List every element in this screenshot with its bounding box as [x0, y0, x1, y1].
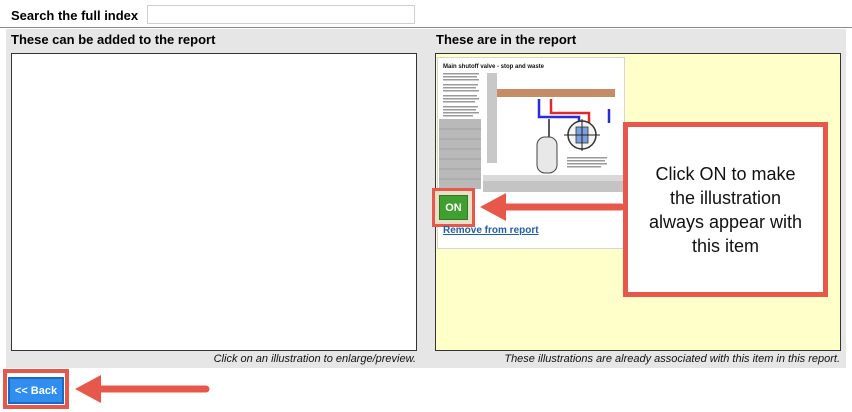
available-illustrations-box [11, 53, 417, 351]
illustration-thumbnail[interactable]: Main shutoff valve - stop and waste [439, 59, 623, 192]
back-arrow [75, 375, 210, 403]
illustration-title: Main shutoff valve - stop and waste [443, 64, 545, 70]
report-illustrations-title: These are in the report [436, 32, 577, 47]
on-toggle-button[interactable]: ON [439, 195, 468, 220]
illustration-notes [443, 73, 479, 117]
search-label: Search the full index [11, 7, 139, 23]
callout-text: Click ON to make the illustration always… [648, 163, 803, 256]
header-divider [0, 27, 852, 28]
search-input[interactable] [147, 5, 415, 24]
remove-from-report-link[interactable]: Remove from report [443, 225, 539, 236]
available-illustrations-caption: Click on an illustration to enlarge/prev… [213, 353, 416, 365]
search-row: Search the full index [11, 5, 138, 25]
floor-joist [497, 89, 615, 97]
back-button[interactable]: << Back [8, 377, 64, 404]
annotation-callout: Click ON to make the illustration always… [623, 122, 828, 297]
report-illustrations-caption: These illustrations are already associat… [504, 353, 840, 365]
water-heater [536, 136, 558, 174]
wall-stud [487, 73, 497, 163]
hot-pipe [549, 99, 591, 131]
basement-floor [483, 175, 623, 181]
foundation-wall [439, 119, 481, 189]
available-illustrations-title: These can be added to the report [11, 32, 216, 47]
